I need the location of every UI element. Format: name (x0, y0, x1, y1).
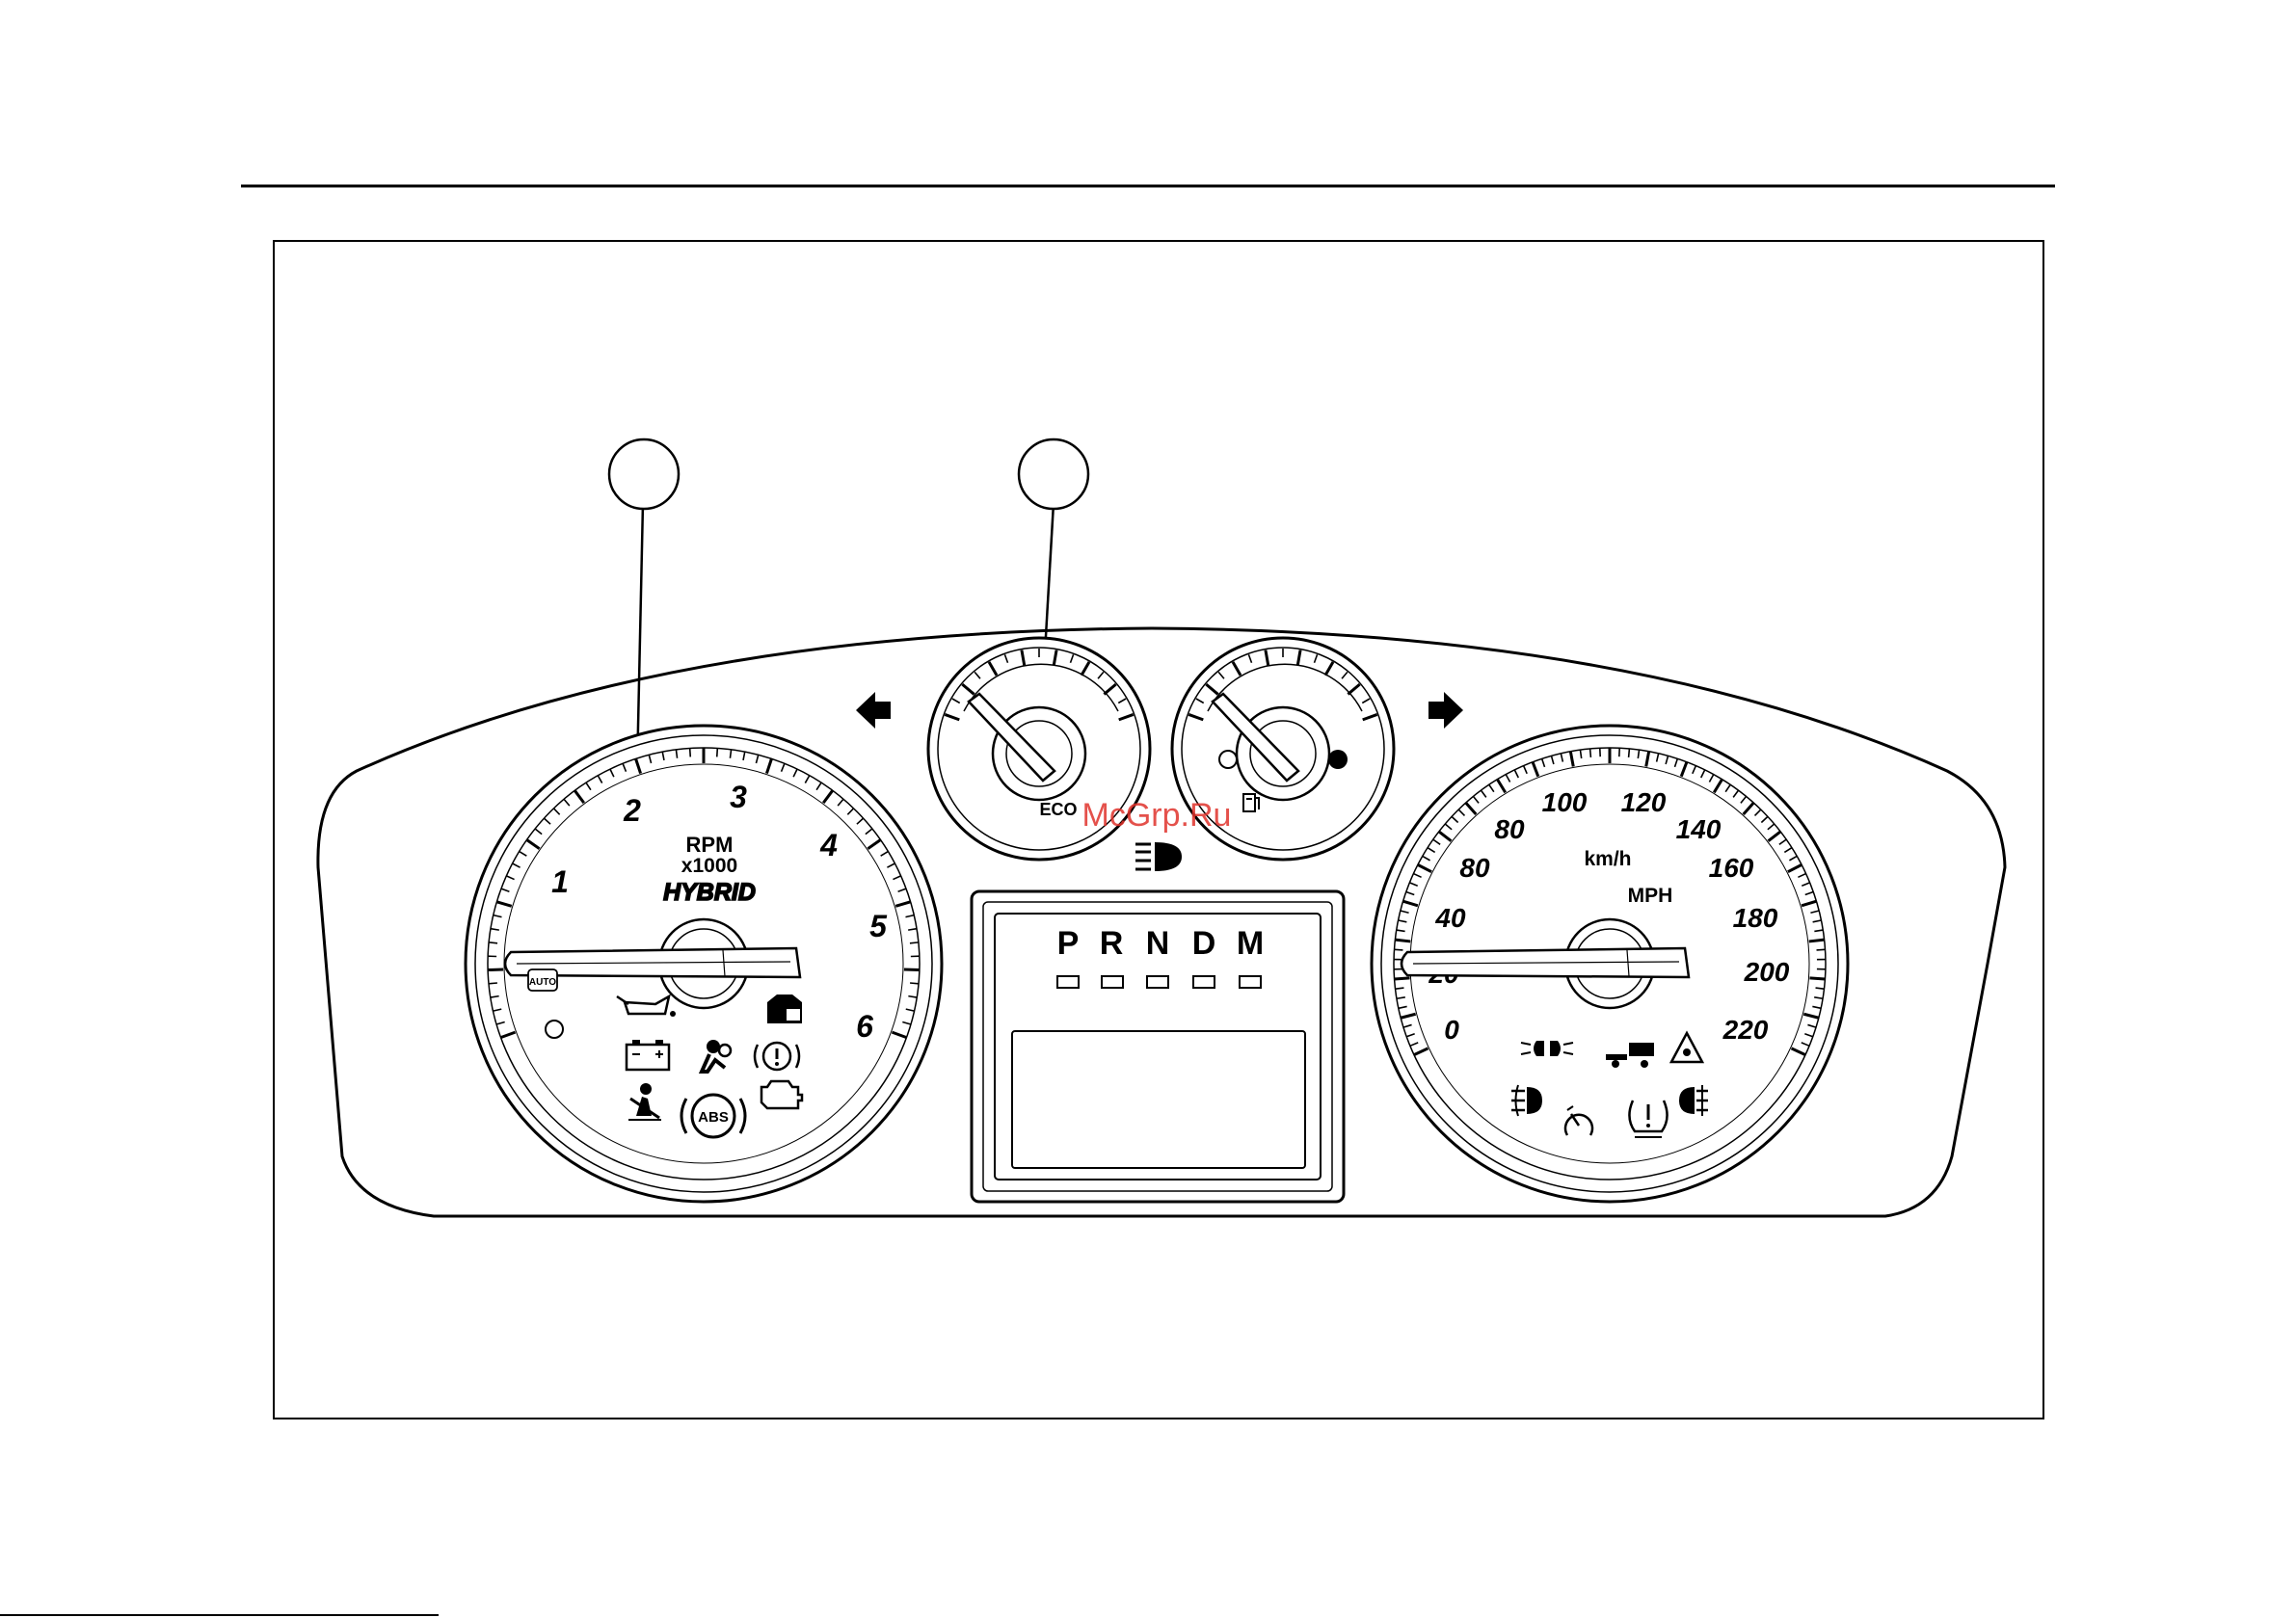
eco-label: ECO (1039, 800, 1077, 819)
gear-m: M (1237, 925, 1264, 962)
speed-label-60: 80 (1459, 853, 1490, 883)
gear-d-lamp (1193, 976, 1215, 988)
indicator-lamp-icon (546, 1021, 563, 1038)
speed-label-100: 100 (1542, 787, 1588, 817)
callout-1-circle (609, 439, 679, 509)
auto-indicator-label: AUTO (529, 977, 556, 988)
gear-r: R (1100, 925, 1124, 962)
tachometer: 1 2 3 4 5 6 RPM x1000 HYBRID AUTO (466, 726, 942, 1202)
speed-tick (1590, 749, 1591, 757)
abs-label: ABS (698, 1109, 729, 1126)
tach-label-2: 2 (623, 793, 641, 828)
speed-label-120: 120 (1621, 787, 1667, 817)
speed-label-80: 80 (1494, 814, 1525, 844)
speed-tick (1395, 940, 1410, 942)
tach-tick (489, 942, 497, 943)
tach-tick (910, 983, 919, 984)
gear-r-lamp (1102, 976, 1123, 988)
shift-indicator-panel: P R N D M (972, 891, 1344, 1202)
speed-unit-mph: MPH (1628, 885, 1673, 907)
speed-tick (1809, 940, 1825, 942)
fuel-full-marker (1328, 750, 1348, 769)
speed-tick (1394, 949, 1402, 950)
tach-tick (676, 750, 677, 758)
tach-tick (489, 983, 497, 984)
speed-tick (1817, 949, 1826, 950)
security-lock-icon (767, 995, 802, 1023)
gear-m-lamp (1240, 976, 1261, 988)
gear-n: N (1146, 925, 1170, 962)
tach-label-5: 5 (869, 909, 888, 943)
tach-tick (690, 748, 691, 756)
speed-label-220: 220 (1722, 1015, 1769, 1045)
speed-label-40: 40 (1434, 903, 1466, 933)
hybrid-logo: HYBRID (663, 879, 756, 906)
gear-p-lamp (1057, 976, 1079, 988)
speed-label-160: 160 (1709, 853, 1754, 883)
speed-tick (1396, 988, 1404, 989)
speed-label-180: 180 (1733, 903, 1778, 933)
tach-label-3: 3 (730, 780, 747, 814)
tach-unit-rpm: RPM (686, 833, 734, 857)
battery-icon (627, 1040, 669, 1070)
speed-tick (1816, 988, 1825, 989)
tach-label-4: 4 (819, 828, 838, 862)
fuel-empty-marker (1219, 751, 1237, 768)
speed-tick (1395, 978, 1410, 979)
tach-label-6: 6 (856, 1009, 873, 1044)
gear-d: D (1192, 925, 1216, 962)
gear-p: P (1057, 925, 1080, 962)
speed-tick (1809, 978, 1825, 979)
watermark: McGrp.Ru (1082, 797, 1232, 834)
driver-info-display (1012, 1031, 1305, 1168)
speed-label-200: 200 (1744, 957, 1790, 987)
tach-tick (910, 942, 919, 943)
speed-label-140: 140 (1676, 814, 1722, 844)
tach-unit-x1000: x1000 (681, 855, 737, 877)
speed-unit-kmh: km/h (1584, 848, 1631, 870)
tach-tick (730, 750, 731, 758)
speedometer: 0 20 40 80 80 100 120 140 160 180 200 22… (1372, 726, 1848, 1202)
speed-label-0: 0 (1444, 1015, 1459, 1045)
tach-tick (717, 748, 718, 756)
speed-tick (1629, 749, 1630, 757)
gear-n-lamp (1147, 976, 1168, 988)
tach-label-1: 1 (551, 864, 569, 899)
callout-2-circle (1019, 439, 1088, 509)
